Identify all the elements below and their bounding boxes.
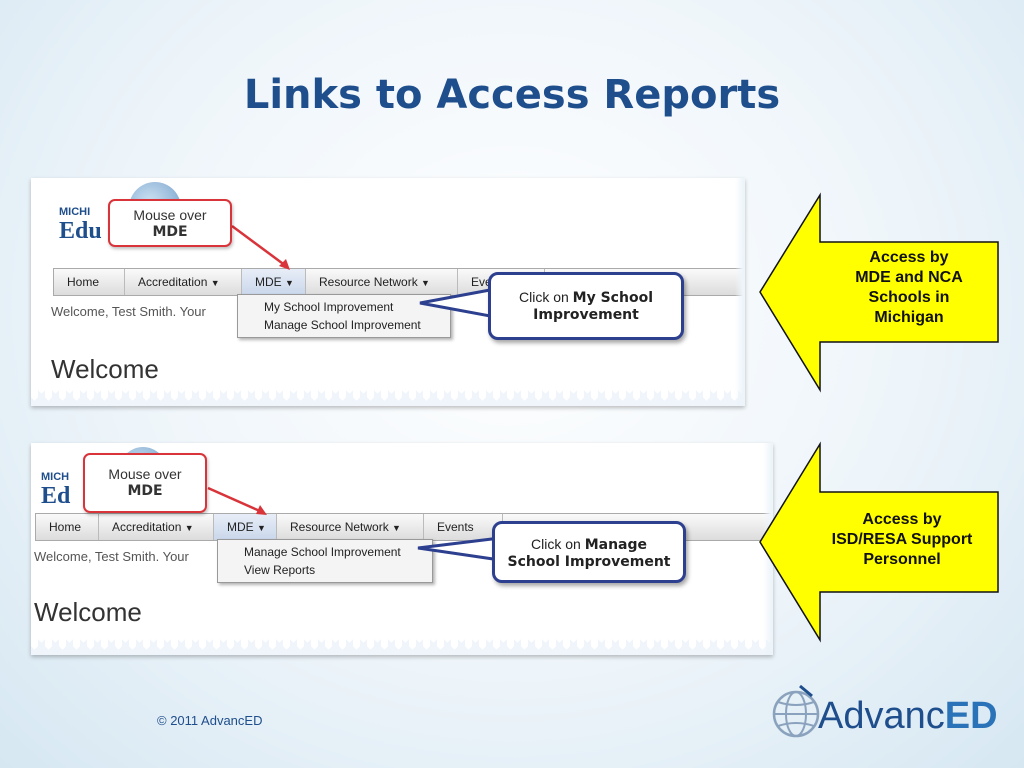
- callout-click-2: Click on Manage School Improvement: [492, 521, 686, 583]
- nav-accreditation[interactable]: Accreditation ▼: [125, 269, 242, 295]
- slide-title: Links to Access Reports: [243, 72, 781, 118]
- advanced-brand-logo: AdvancED: [818, 695, 998, 737]
- torn-edge-right: [735, 178, 745, 406]
- chevron-down-icon: ▼: [392, 523, 401, 533]
- chevron-down-icon: ▼: [184, 523, 194, 533]
- chevron-down-icon: ▼: [257, 523, 266, 533]
- chevron-down-icon: ▼: [210, 278, 220, 288]
- menu-item-view-reports[interactable]: View Reports: [244, 563, 316, 577]
- chevron-down-icon: ▼: [285, 278, 294, 288]
- callout-click-1: Click on My School Improvement: [488, 272, 684, 340]
- nav-home[interactable]: Home: [54, 269, 125, 295]
- red-pointer-1: [231, 224, 287, 268]
- logo-main-text: Ed: [41, 483, 71, 509]
- chevron-down-icon: ▼: [421, 278, 430, 288]
- mde-dropdown-menu: Manage School Improvement View Reports: [217, 539, 433, 583]
- red-pointer-2: [207, 486, 263, 514]
- menu-item-my-school-improvement[interactable]: My School Improvement: [264, 300, 394, 314]
- nav-resource-network[interactable]: Resource Network ▼: [306, 269, 458, 295]
- red-pointer-2-head: [256, 505, 267, 515]
- copyright-footer: © 2011 AdvancED: [157, 713, 263, 728]
- nav-home[interactable]: Home: [36, 514, 99, 540]
- arrow-2-label: Access by ISD/RESA Support Personnel: [831, 511, 973, 568]
- red-pointer-1-head: [279, 259, 290, 270]
- logo-main-text: Edu: [59, 218, 102, 244]
- menu-item-manage-school-improvement[interactable]: Manage School Improvement: [264, 318, 421, 332]
- blue-pointer-2: [417, 536, 502, 562]
- welcome-line: Welcome, Test Smith. Your: [34, 549, 189, 564]
- welcome-heading: Welcome: [51, 354, 159, 384]
- nav-mde[interactable]: MDE ▼: [214, 514, 277, 540]
- menu-item-manage-school-improvement[interactable]: Manage School Improvement: [244, 545, 401, 559]
- callout-mouse-over-1: Mouse over MDE: [108, 199, 232, 247]
- torn-edge: [31, 637, 773, 655]
- nav-mde[interactable]: MDE ▼: [242, 269, 306, 295]
- logo-top-text: MICH: [41, 471, 70, 483]
- yellow-arrow-2: [759, 441, 999, 643]
- yellow-arrow-1: [759, 192, 999, 393]
- mde-dropdown-menu: My School Improvement Manage School Impr…: [237, 294, 451, 338]
- welcome-heading: Welcome: [34, 597, 142, 627]
- nav-accreditation[interactable]: Accreditation ▼: [99, 514, 214, 540]
- torn-edge: [31, 388, 745, 406]
- welcome-line: Welcome, Test Smith. Your: [51, 304, 206, 319]
- arrow-1-label: Access by MDE and NCA Schools in Michiga…: [855, 249, 963, 326]
- logo-top-text: MICHI: [59, 206, 91, 218]
- blue-pointer-1: [419, 288, 492, 318]
- callout-mouse-over-2: Mouse over MDE: [83, 453, 207, 513]
- advanced-globe-icon: [772, 684, 820, 738]
- nav-resource-network[interactable]: Resource Network ▼: [277, 514, 424, 540]
